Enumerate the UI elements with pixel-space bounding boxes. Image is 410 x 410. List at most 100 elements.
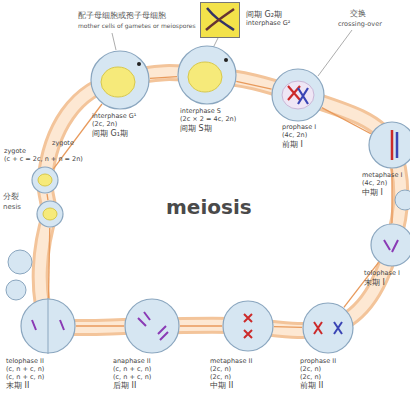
stage-label: anaphase II xyxy=(113,358,151,366)
cell-node: metaphase II(2c, n)(2c, n)中期 II xyxy=(222,300,274,352)
stage-label: (4c, 2n) xyxy=(282,132,316,140)
node-outline xyxy=(368,121,410,169)
stage-label: interphase S xyxy=(180,108,236,116)
cell-membrane xyxy=(91,51,149,109)
leader-line xyxy=(318,30,352,76)
stage-label: (c, n + c, n) xyxy=(113,374,151,382)
stage-label: 间期 G₁期 xyxy=(92,129,136,139)
cell-node: zygote xyxy=(36,200,64,228)
cell-membrane xyxy=(272,69,324,121)
extra-cell xyxy=(6,280,26,300)
stage-label: (c, n + c, n) xyxy=(113,366,151,374)
cell-membrane xyxy=(37,201,63,227)
stage-caption: metaphase I(4c, 2n)中期 I xyxy=(362,172,402,197)
cell-membrane xyxy=(32,167,58,193)
stage-label: (c, n + c, n) xyxy=(6,366,44,374)
note-label: mother cells of gametes or meiospores xyxy=(78,22,196,29)
cell-node: prophase I(4c, 2n)前期 I xyxy=(271,68,325,122)
node-outline xyxy=(302,302,354,354)
stage-label: 前期 II xyxy=(300,381,336,391)
stage-label: (2c, n) xyxy=(210,366,252,374)
stage-label: (2c, n) xyxy=(210,374,252,382)
stage-caption: prophase I(4c, 2n)前期 I xyxy=(282,124,316,149)
stage-label: zygote xyxy=(4,148,83,156)
stage-caption: zygote(c + c = 2c, n + n = 2n) xyxy=(4,148,83,164)
cell-node: telophase I末期 I xyxy=(370,223,410,267)
note-label: crossing-over xyxy=(338,20,382,28)
stage-caption: prophase II(2c, n)(2c, n)前期 II xyxy=(300,358,336,391)
cell-membrane xyxy=(371,224,410,266)
cell-node: metaphase I(4c, 2n)中期 I xyxy=(368,121,410,169)
extra-cell xyxy=(395,190,410,210)
cycle-connector xyxy=(49,228,50,298)
node-outline xyxy=(90,50,150,110)
cell-membrane xyxy=(223,301,273,351)
cell-membrane xyxy=(303,303,353,353)
stage-label: 中期 II xyxy=(210,381,252,391)
cycle-connector xyxy=(150,77,177,79)
stage-label: 间期 G₂期 xyxy=(246,10,290,20)
cell-node: prophase II(2c, n)(2c, n)前期 II xyxy=(302,302,354,354)
node-outline xyxy=(222,300,274,352)
stage-caption: interphase G¹(2c, 2n)间期 G₁期 xyxy=(92,113,136,138)
stage-caption: 间期 G₂期interphase G² xyxy=(246,10,290,27)
stage-caption: anaphase II(c, n + c, n)(c, n + c, n)后期 … xyxy=(113,358,151,391)
cycle-connector xyxy=(322,108,371,134)
stage-label: (2c, 2n) xyxy=(92,121,136,129)
stage-label: 后期 II xyxy=(113,381,151,391)
stage-label: 间期 S期 xyxy=(180,124,236,134)
cell-membrane xyxy=(125,299,179,353)
cell-node: interphase S(2c × 2 = 4c, 2n)间期 S期 xyxy=(177,45,237,105)
cell-membrane xyxy=(369,122,410,168)
stage-label: (c, n + c, n) xyxy=(6,374,44,382)
band-inner xyxy=(40,73,400,331)
inset-frame xyxy=(201,3,240,38)
note-label: 分裂 xyxy=(3,191,19,202)
node-outline xyxy=(370,223,410,267)
note-label: nesis xyxy=(3,203,21,211)
cycle-connector xyxy=(274,326,302,328)
stage-label: 中期 I xyxy=(362,188,402,198)
diagram-title: meiosis xyxy=(166,195,252,219)
cycle-connector xyxy=(46,194,48,200)
stage-label: telophase II xyxy=(6,358,44,366)
cycle-connector xyxy=(76,325,124,326)
cell-node: zygote(c + c = 2c, n + n = 2n) xyxy=(31,166,59,194)
node-outline xyxy=(124,298,180,354)
stage-label: (2c × 2 = 4c, 2n) xyxy=(180,116,236,124)
stage-label: (4c, 2n) xyxy=(362,180,402,188)
stage-label: telophase I xyxy=(364,270,400,278)
cell-node: interphase G¹(2c, 2n)间期 G₁期 xyxy=(90,50,150,110)
stage-label: metaphase II xyxy=(210,358,252,366)
node-outline xyxy=(200,2,240,38)
stage-label: (2c, n) xyxy=(300,374,336,382)
stage-caption: telophase II(c, n + c, n)(c, n + c, n)末期… xyxy=(6,358,44,391)
node-outline xyxy=(20,298,76,354)
note-label: 交换 xyxy=(350,8,366,19)
cell-node: anaphase II(c, n + c, n)(c, n + c, n)后期 … xyxy=(124,298,180,354)
stage-label: interphase G¹ xyxy=(92,113,136,121)
stage-label: prophase II xyxy=(300,358,336,366)
inset-box: 间期 G₂期interphase G² xyxy=(200,2,240,38)
stage-label: (2c, n) xyxy=(300,366,336,374)
stage-label: zygote xyxy=(52,140,74,148)
stage-caption: telophase I末期 I xyxy=(364,270,400,287)
cycle-connector xyxy=(180,325,222,326)
stage-label: metaphase I xyxy=(362,172,402,180)
node-outline xyxy=(31,166,59,194)
stage-label: (c + c = 2c, n + n = 2n) xyxy=(4,156,83,164)
stage-label: 前期 I xyxy=(282,140,316,150)
stage-label: 末期 I xyxy=(364,278,400,288)
cycle-connector xyxy=(236,81,271,89)
note-label: 配子母细胞或孢子母细胞 xyxy=(78,10,166,21)
stage-caption: zygote xyxy=(52,140,74,148)
cell-node: telophase II(c, n + c, n)(c, n + c, n)末期… xyxy=(20,298,76,354)
cell-membrane xyxy=(21,299,75,353)
node-outline xyxy=(271,68,325,122)
stage-label: prophase I xyxy=(282,124,316,132)
node-outline xyxy=(177,45,237,105)
extra-cell xyxy=(8,250,32,274)
stage-caption: metaphase II(2c, n)(2c, n)中期 II xyxy=(210,358,252,391)
node-outline xyxy=(36,200,64,228)
